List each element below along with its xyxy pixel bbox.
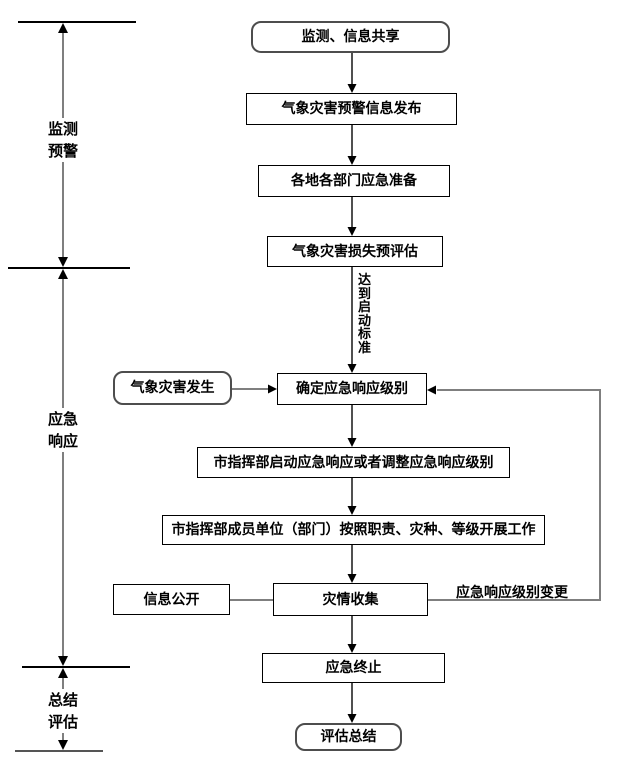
node-info-disclosure: 信息公开 <box>113 584 230 615</box>
edge-label-reach-criteria: 达到启动标准 <box>357 273 371 356</box>
phase-label-summary: 总结评估 <box>45 689 81 733</box>
node-members-work: 市指挥部成员单位（部门）按照职责、灾种、等级开展工作 <box>162 515 545 545</box>
flow-arrowheads <box>347 84 357 723</box>
level-change-feedback-arrow <box>427 385 601 601</box>
node-emergency-end: 应急终止 <box>262 653 445 683</box>
phase-label-monitoring: 监测预警 <box>45 118 81 162</box>
edge-label-level-change: 应急响应级别变更 <box>456 585 568 601</box>
node-disaster-occur: 气象灾害发生 <box>113 371 232 405</box>
node-determine-level: 确定应急响应级别 <box>277 373 427 405</box>
node-warning-release: 气象灾害预警信息发布 <box>246 93 457 125</box>
node-loss-preassessment: 气象灾害损失预评估 <box>267 236 443 267</box>
node-hq-start-adjust: 市指挥部启动应急响应或者调整应急响应级别 <box>197 447 510 478</box>
node-emergency-prep: 各地各部门应急准备 <box>258 165 450 197</box>
node-disaster-collect: 灾情收集 <box>273 583 428 616</box>
disaster-occur-arrow <box>232 384 277 394</box>
phase-label-response: 应急响应 <box>45 408 81 452</box>
node-monitor-share: 监测、信息共享 <box>251 21 450 53</box>
node-evaluation-summary: 评估总结 <box>295 723 402 751</box>
